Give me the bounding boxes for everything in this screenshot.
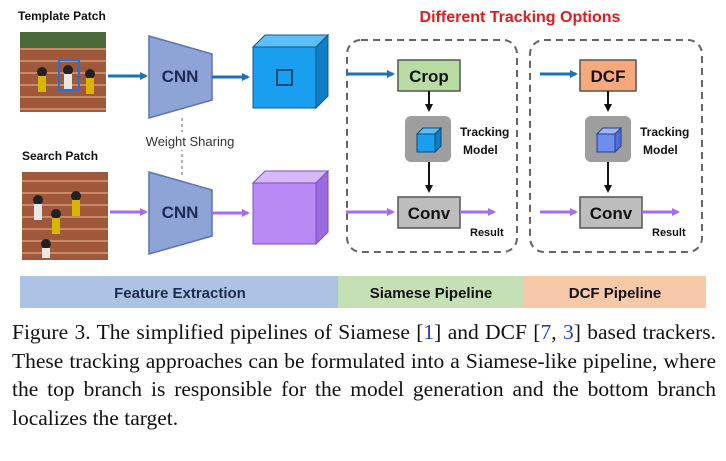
crop-block <box>397 59 461 92</box>
tracking-model-icon-left <box>405 116 451 162</box>
pipeline-diagram: Template Patch Search Patch CNN CNN Weig… <box>18 9 706 308</box>
dcf-block <box>579 59 637 92</box>
dcf-pipeline-bar <box>524 276 706 308</box>
caption-text-2: and DCF <box>447 320 527 344</box>
template-feature-cube <box>251 33 330 110</box>
cnn-bottom-label: CNN <box>162 203 199 222</box>
tracking-model-right-line1: Tracking <box>640 125 689 139</box>
search-patch-image <box>22 172 108 260</box>
dcf-option-box <box>529 39 703 253</box>
siamese-pipeline-label: Siamese Pipeline <box>370 285 493 302</box>
siamese-pipeline-bar <box>338 276 524 308</box>
conv-left-label: Conv <box>408 204 451 223</box>
tracking-model-icon-right <box>585 116 631 162</box>
conv-block-right <box>579 196 643 229</box>
cnn-top-label: CNN <box>162 67 199 86</box>
caption-text-3: based trackers. These tracking approache… <box>12 320 716 430</box>
figure-caption: Figure 3. The simplified pipelines of Si… <box>12 320 716 430</box>
crop-label: Crop <box>409 67 449 86</box>
caption-text-1: The simplified pipelines of Siamese <box>96 320 410 344</box>
citation-link-3[interactable]: 3 <box>562 320 574 344</box>
tracking-model-right-line2: Model <box>643 143 678 157</box>
search-feature-cube <box>251 169 330 246</box>
feature-extraction-label: Feature Extraction <box>114 285 246 302</box>
cnn-top-block <box>148 35 213 119</box>
tracking-model-left-line1: Tracking <box>460 125 509 139</box>
dcf-label: DCF <box>591 67 626 86</box>
dcf-pipeline-label: DCF Pipeline <box>569 285 662 302</box>
feature-extraction-bar <box>20 276 338 308</box>
siamese-option-box <box>346 39 518 253</box>
tracking-options-title: Different Tracking Options <box>420 9 621 26</box>
result-right-label: Result <box>652 227 686 239</box>
cnn-bottom-block <box>148 171 213 255</box>
result-left-label: Result <box>470 227 504 239</box>
template-patch-label: Template Patch <box>18 9 106 23</box>
conv-right-label: Conv <box>590 204 633 223</box>
tracking-model-left-line2: Model <box>463 143 498 157</box>
search-patch-label: Search Patch <box>22 149 98 163</box>
citation-link-1[interactable]: 1 <box>423 320 435 344</box>
weight-sharing-label: Weight Sharing <box>146 134 235 149</box>
template-patch-image <box>20 32 106 112</box>
caption-label: Figure 3. <box>12 320 91 344</box>
citation-link-7[interactable]: 7 <box>540 320 552 344</box>
